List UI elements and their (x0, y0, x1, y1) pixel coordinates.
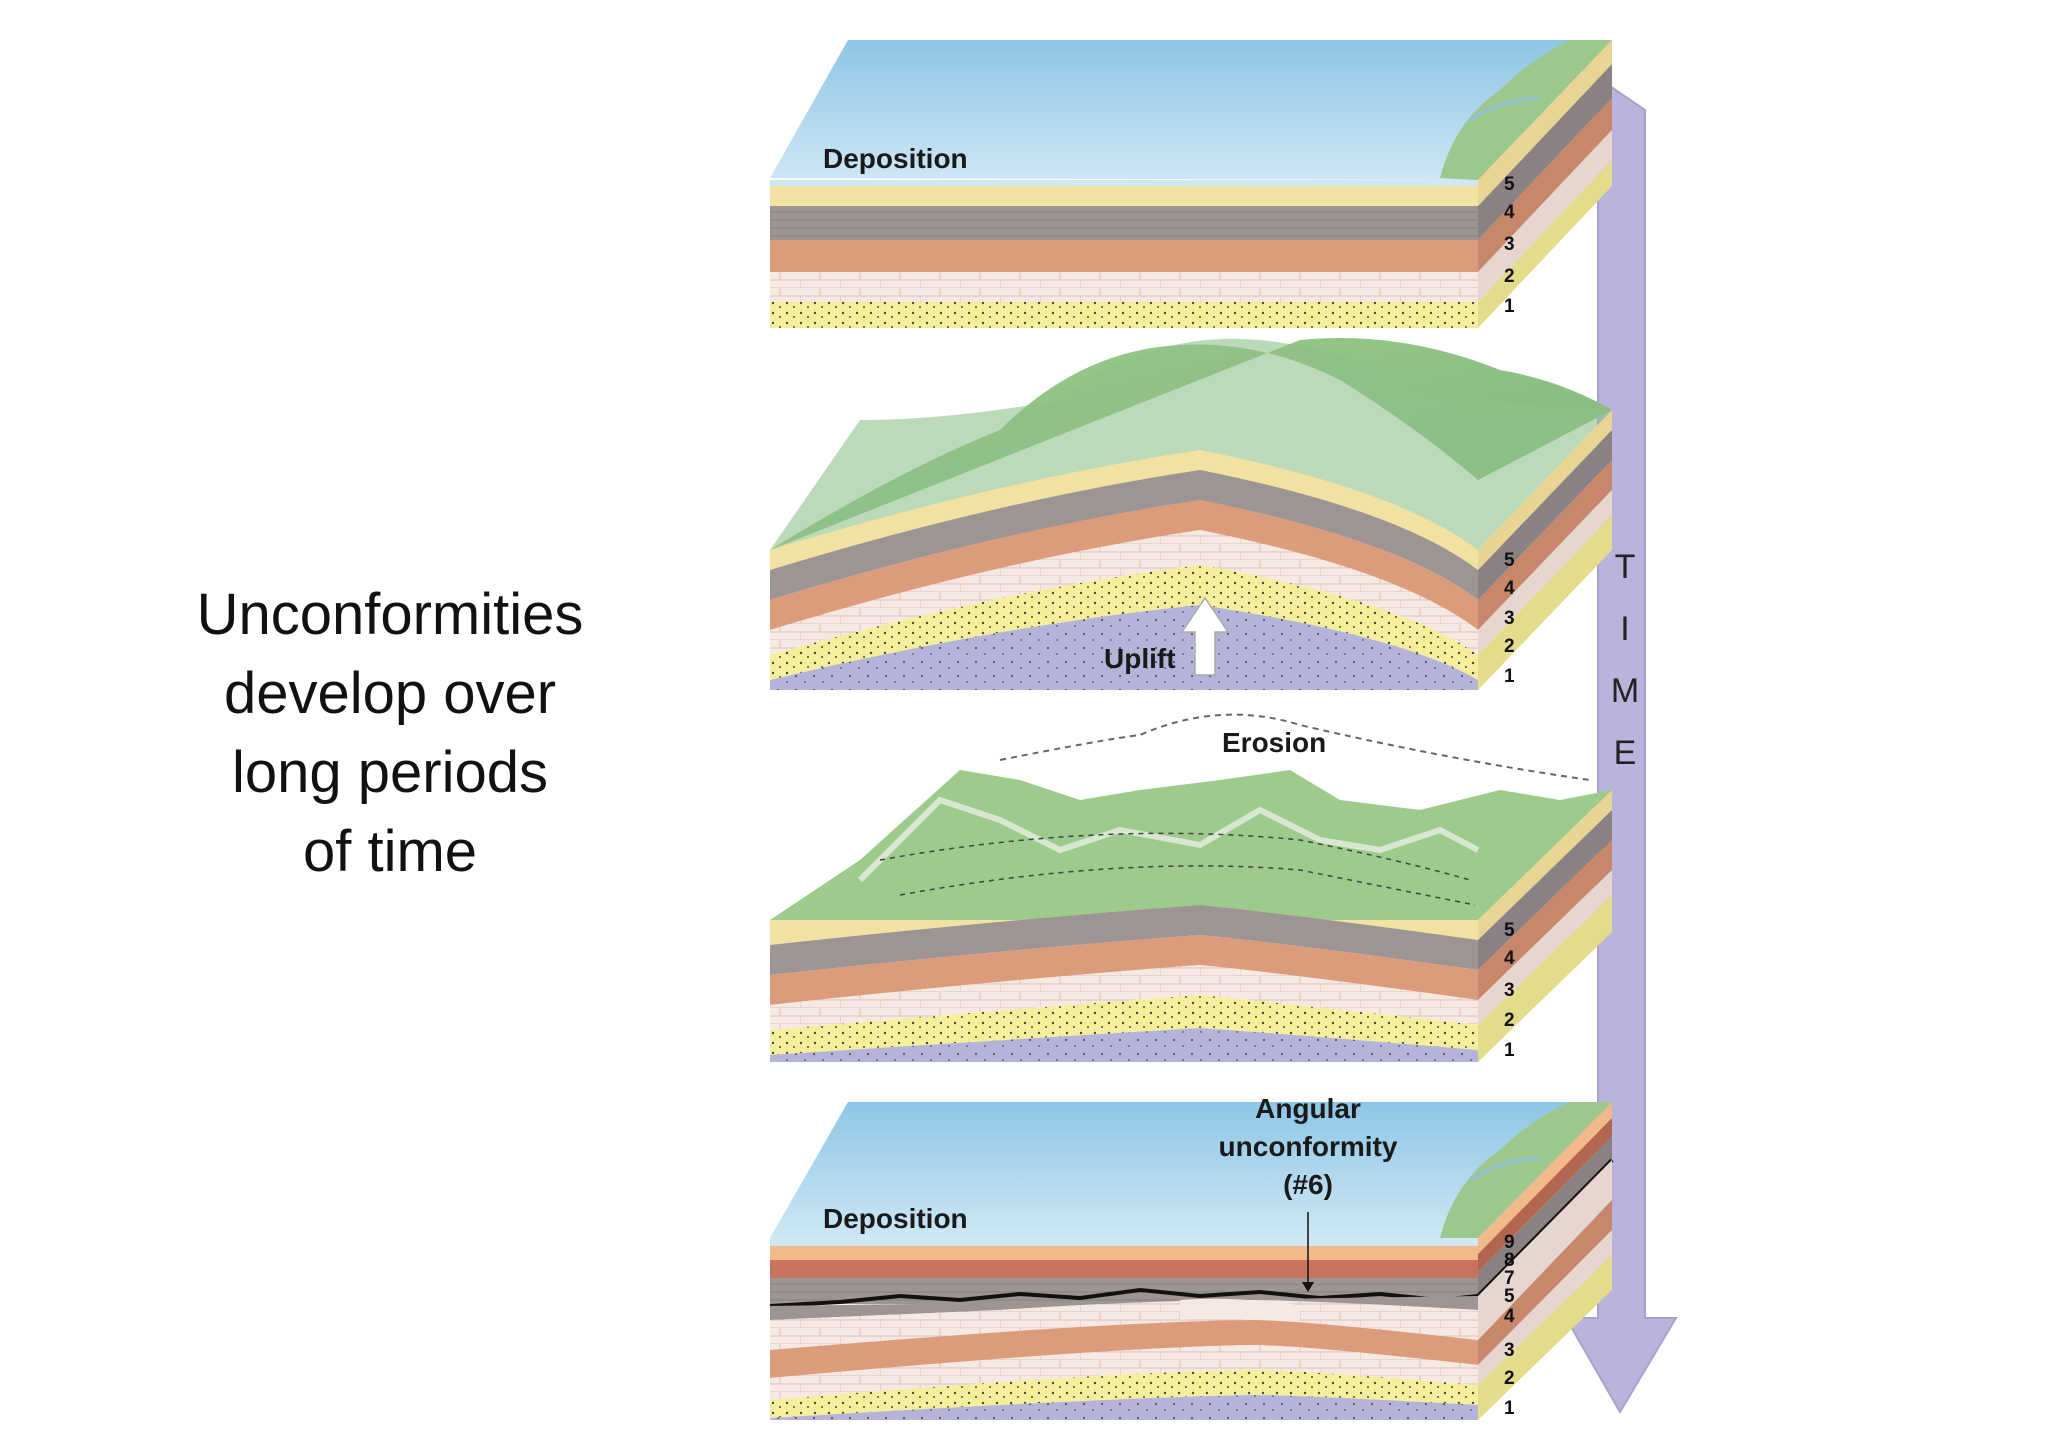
layer-number: 1 (1504, 666, 1515, 687)
panel-label: Erosion (1222, 727, 1326, 758)
panel-label: Deposition (823, 1203, 968, 1234)
layer-number: 7 (1504, 1268, 1515, 1289)
layer-number: 1 (1504, 296, 1515, 317)
time-letter: I (1620, 610, 1629, 648)
layer-number: 2 (1504, 636, 1515, 657)
unconformity-line (769, 1287, 1479, 1308)
caption-line: long periods (232, 740, 548, 805)
time-letter: M (1611, 672, 1639, 710)
layer-number: 5 (1504, 550, 1515, 571)
layer-number: 3 (1504, 234, 1515, 255)
panel-label: Deposition (823, 143, 968, 174)
layer-number: 4 (1504, 1306, 1515, 1327)
caption-line: develop over (223, 661, 557, 726)
layer-number: 1 (1504, 1398, 1515, 1419)
layer-number: 9 (1504, 1232, 1515, 1253)
panel-deposition-1: Deposition 5 4 3 2 1 (770, 40, 1612, 328)
layer-number: 4 (1504, 578, 1515, 599)
layer-number: 8 (1504, 1250, 1515, 1271)
layer-number: 2 (1504, 266, 1515, 287)
layer-number: 5 (1504, 1286, 1515, 1307)
layer-number: 5 (1504, 174, 1515, 195)
caption: Unconformities develop over long periods… (120, 575, 660, 891)
time-letter: T (1615, 548, 1636, 586)
panel-erosion: Erosion 5 4 3 2 1 (770, 713, 1612, 1062)
annotation-line: unconformity (1219, 1131, 1398, 1162)
layer-number: 1 (1504, 1040, 1515, 1061)
layer-number: 2 (1504, 1010, 1515, 1031)
annotation-line: Angular (1255, 1093, 1361, 1124)
former-surface-line (999, 713, 1591, 781)
panel-label: Uplift (1104, 643, 1176, 674)
caption-line: Unconformities (196, 582, 584, 647)
time-arrow: T I M E (1564, 76, 1678, 1414)
layer-number: 3 (1504, 1340, 1515, 1361)
layer-number: 3 (1504, 608, 1515, 629)
layer-number: 4 (1504, 948, 1515, 969)
panel-deposition-2: Angular unconformity (#6) Deposition 9 8… (769, 1093, 1614, 1420)
uplift-arrow-icon (1180, 596, 1230, 676)
annotation-line: (#6) (1283, 1169, 1333, 1200)
layer-number: 3 (1504, 980, 1515, 1001)
layer-number: 5 (1504, 920, 1515, 941)
layer-number: 4 (1504, 202, 1515, 223)
panel-uplift: Uplift 5 4 3 2 1 (770, 338, 1612, 690)
caption-line: of time (302, 819, 478, 884)
time-letter: E (1614, 734, 1637, 772)
layer-number: 2 (1504, 1368, 1515, 1389)
